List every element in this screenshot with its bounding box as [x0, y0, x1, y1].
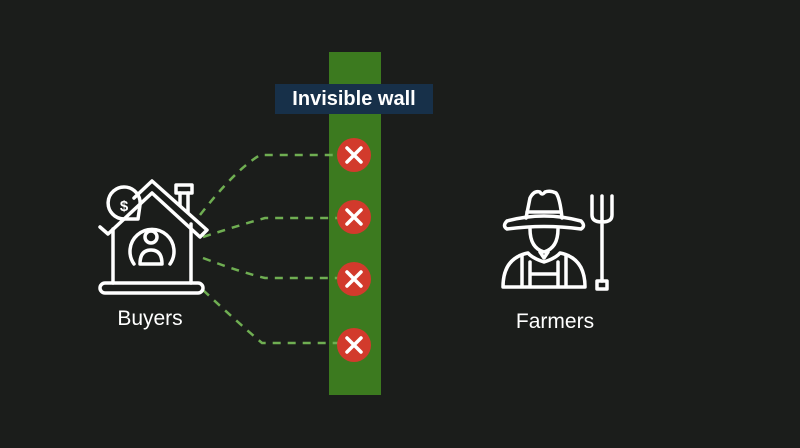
farmers-label: Farmers	[515, 310, 595, 333]
blocked-x-icon-3	[337, 262, 371, 296]
connection-line-2	[202, 216, 338, 239]
invisible-wall-label: Invisible wall	[275, 84, 433, 114]
connection-line-4	[202, 289, 338, 345]
connection-line-3	[202, 256, 338, 280]
farmer-with-pitchfork-icon	[501, 189, 614, 291]
blocked-x-icon-1	[337, 138, 371, 172]
blocked-x-icon-2	[337, 200, 371, 234]
buyers-label: Buyers	[117, 307, 183, 330]
connection-line-1	[199, 153, 338, 216]
house-with-person-and-dollar-icon	[98, 179, 209, 295]
dollar-sign-icon: $	[120, 198, 129, 215]
blocked-x-icon-4	[337, 328, 371, 362]
